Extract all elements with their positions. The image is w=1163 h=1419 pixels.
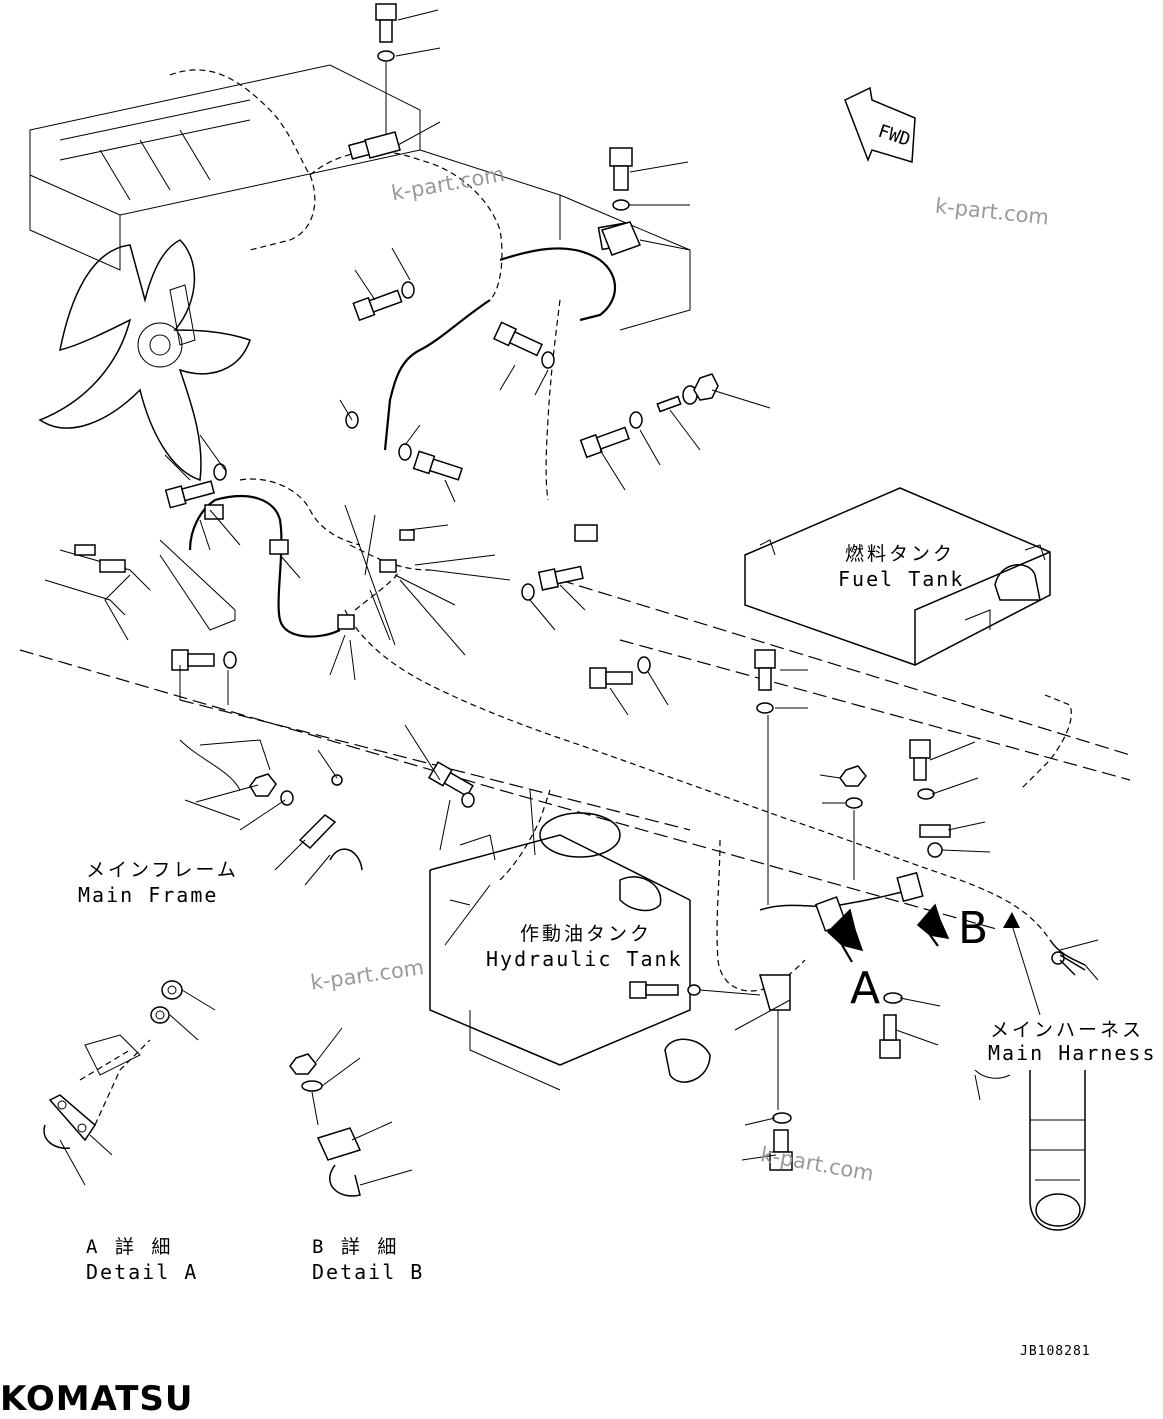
fwd-label: FWD [875,121,912,151]
bolt-icon [909,739,931,781]
bolt-icon [589,667,633,689]
fuel-tank-en-label: Fuel Tank [838,567,964,591]
bolt-icon [412,450,463,481]
washer-icon [772,1112,792,1124]
bolt-icon [427,761,474,798]
washer-icon [401,281,415,299]
washer-icon [629,411,643,429]
callout-a-label: A [850,963,880,1014]
engine-outline [29,64,691,331]
washer-icon [521,583,535,601]
washer-icon [883,992,903,1004]
fasteners [164,3,935,1171]
washer-icon [461,792,475,808]
washer-icon [612,199,630,211]
detail-b-jp-label: B 詳 細 [312,1236,399,1258]
leader-lines [104,9,1099,1161]
nut-icon [693,373,719,401]
bolt-icon [579,426,630,459]
callout-b-label: B [958,903,988,954]
main-frame-jp-label: メインフレーム [86,859,239,881]
washer-icon [213,463,227,481]
watermark: k-part.com [309,955,426,995]
washer-icon [541,351,555,369]
watermark: k-part.com [390,162,507,205]
washer-icon [377,50,395,62]
washer-icon [917,788,935,800]
main-harness-jp-label: メインハーネス [990,1019,1144,1041]
watermark: k-part.com [934,194,1050,230]
washer-icon [637,656,651,674]
bolt-icon [769,1129,793,1171]
bolt-icon [629,981,679,999]
detail-b-drawing [289,1027,413,1197]
komatsu-logo: KOMATSU [0,1379,194,1415]
fuel-tank [744,487,1051,666]
detail-a-en-label: Detail A [86,1260,198,1284]
hydraulic-tank-en-label: Hydraulic Tank [486,947,683,971]
hydraulic-tank [429,812,711,1091]
hydraulic-cylinder [974,1069,1086,1231]
fwd-arrow: FWD [844,86,916,163]
bolt-icon [492,321,543,357]
bolt-icon [164,480,215,509]
main-frame [179,739,271,821]
washer-icon [845,797,863,809]
main-harness-en-label: Main Harness [988,1041,1157,1065]
bolt-icon [754,649,776,691]
watermark: k-part.com [759,1142,876,1185]
washer-icon [280,790,294,806]
nut-icon [839,765,867,787]
bolt-icon [537,565,584,591]
fuel-tank-jp-label: 燃料タンク [845,543,955,565]
detail-b-en-label: Detail B [312,1260,424,1284]
bolt-icon [352,289,403,322]
hydraulic-tank-jp-label: 作動油タンク [520,923,652,945]
detail-a-jp-label: A 詳 細 [86,1236,173,1258]
bolt-icon [171,649,215,671]
bolt-icon [375,3,397,43]
callout-arrow-a [826,908,864,963]
nut-icon [249,773,277,797]
drawing-code: JB108281 [1020,1344,1091,1359]
cooling-fan [38,239,251,482]
washer-icon [756,702,774,714]
detail-a-drawing [43,980,216,1186]
washer-icon [398,443,412,461]
callout-arrow-b [916,903,950,947]
washer-icon [223,651,237,669]
bolt-icon [879,1014,901,1059]
main-frame-en-label: Main Frame [78,883,218,907]
washer-icon [687,984,701,996]
bolt-icon [609,147,633,191]
